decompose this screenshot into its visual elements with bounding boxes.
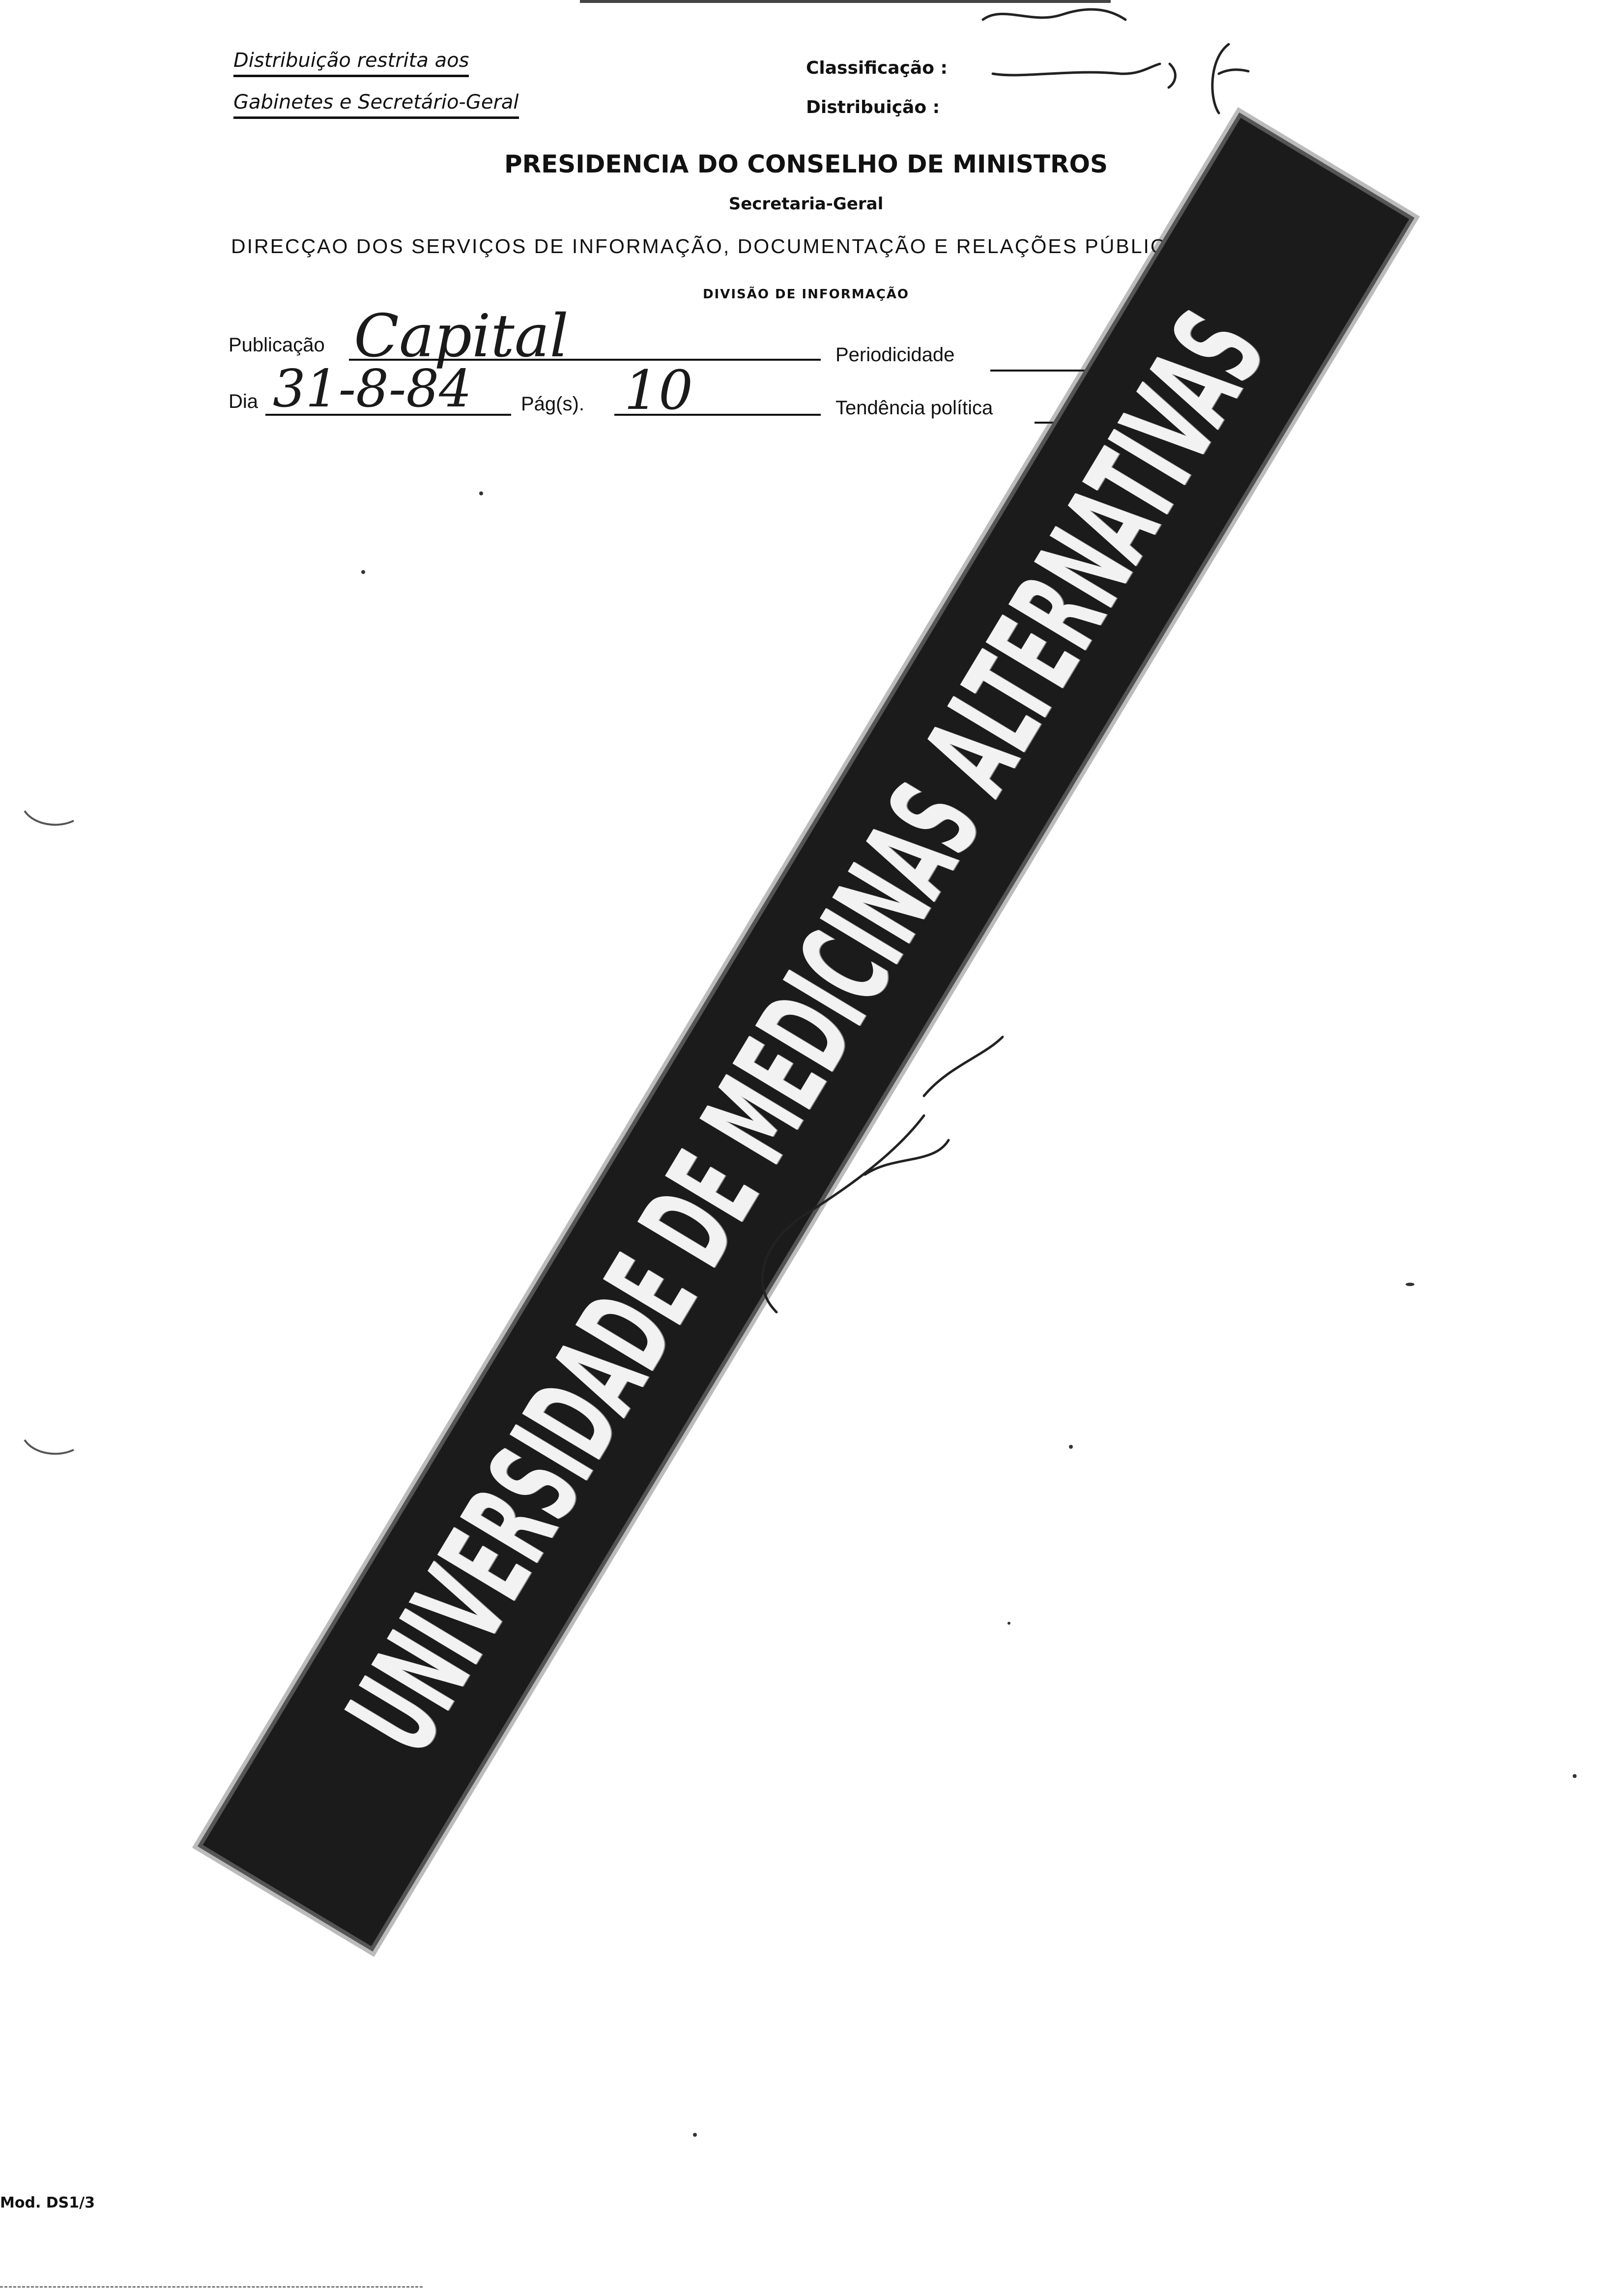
distribution-label: Distribuição :	[806, 97, 940, 117]
scan-speck	[1573, 1774, 1577, 1778]
scan-speck	[1406, 1283, 1414, 1286]
classification-label: Classificação :	[806, 58, 948, 78]
scan-speck	[361, 570, 365, 574]
publication-label: Publicação	[229, 334, 325, 356]
publication-fill-line	[349, 359, 821, 361]
punch-hole-mark	[24, 1439, 74, 1455]
secretariat-name: Secretaria-Geral	[728, 194, 884, 214]
periodicity-label: Periodicidade	[835, 344, 955, 366]
directorate-name: DIRECÇAO DOS SERVIÇOS DE INFORMAÇÃO, DOC…	[231, 235, 1197, 258]
day-label: Dia	[229, 391, 259, 412]
distribution-note-line2: Gabinetes e Secretário-Geral	[233, 91, 519, 119]
organization-name: PRESIDENCIA DO CONSELHO DE MINISTROS	[504, 150, 1108, 178]
distribution-note-line1: Distribuição restrita aos	[233, 49, 469, 77]
handwritten-classification-mark	[981, 8, 1250, 115]
top-edge-rule	[580, 0, 1111, 3]
scan-speck	[479, 491, 483, 495]
handwritten-scrawl	[761, 1035, 1004, 1314]
pages-value: 10	[624, 359, 693, 422]
pages-label: Pág(s).	[521, 393, 584, 415]
pages-fill-line	[614, 414, 821, 416]
day-fill-line	[265, 414, 511, 416]
scan-speck	[693, 2133, 697, 2137]
form-code: Mod. DS1/3	[0, 2194, 95, 2211]
punch-hole-mark	[24, 810, 74, 826]
division-name: DIVISÃO DE INFORMAÇÃO	[702, 287, 910, 302]
scan-speck	[1069, 1445, 1073, 1449]
bottom-edge-rule	[0, 2286, 423, 2288]
day-value: 31-8-84	[273, 359, 472, 419]
scan-speck	[1008, 1622, 1010, 1625]
political-tendency-label: Tendência política	[835, 397, 993, 419]
